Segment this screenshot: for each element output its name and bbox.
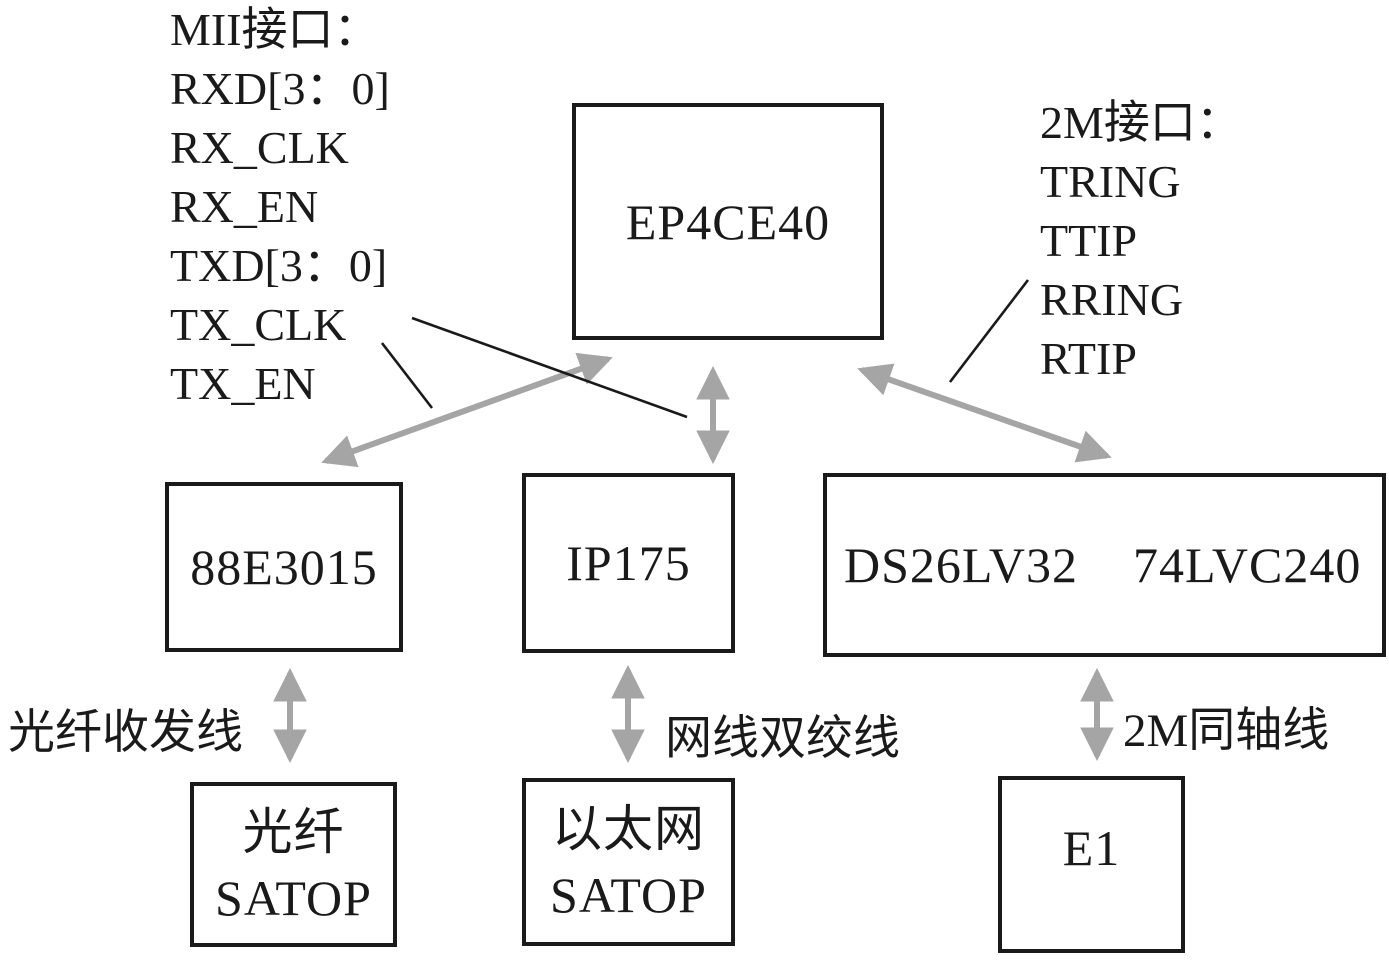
box-fpga-label: EP4CE40 bbox=[625, 193, 831, 250]
arrow-fpga-ds26lv32 bbox=[857, 363, 1112, 463]
2m-note-line: RTIP bbox=[1040, 333, 1137, 384]
box-fiber-satop-line1: 光纤 bbox=[242, 803, 345, 860]
box-phy-label: 88E3015 bbox=[190, 539, 378, 595]
link-label-fiber: 光纤收发线 bbox=[8, 707, 243, 759]
box-e1-label: E1 bbox=[1062, 819, 1121, 876]
box-eth-satop: 以太网 SATOP bbox=[522, 778, 735, 946]
box-eth-satop-line2: SATOP bbox=[550, 867, 707, 923]
mii-note-line: RX_EN bbox=[170, 181, 319, 232]
box-fpga-ep4ce40: EP4CE40 bbox=[572, 103, 884, 340]
link-label-ethernet: 网线双绞线 bbox=[665, 713, 900, 765]
2m-interface-note: 2M接口： TRING TTIP RRING RTIP bbox=[1040, 93, 1242, 388]
mii-note-line: TX_EN bbox=[170, 358, 316, 409]
box-chip-ds26lv32-label: DS26LV32 bbox=[844, 537, 1078, 593]
box-phy-88e3015: 88E3015 bbox=[165, 482, 403, 652]
box-fiber-satop: 光纤 SATOP bbox=[190, 782, 397, 947]
mii-interface-note: MII接口： RXD[3：0] RX_CLK RX_EN TXD[3：0] TX… bbox=[170, 0, 390, 413]
mii-note-line: RX_CLK bbox=[170, 122, 349, 173]
2m-note-line: TTIP bbox=[1040, 215, 1138, 266]
mii-note-line: RXD[3：0] bbox=[170, 63, 390, 114]
box-switch-label: IP175 bbox=[566, 535, 691, 591]
mii-note-line: TXD[3：0] bbox=[170, 240, 388, 291]
2m-note-line: RRING bbox=[1040, 274, 1184, 325]
box-chip-74lvc240-label: 74LVC240 bbox=[1132, 537, 1362, 593]
arrow-fpga-88e3015 bbox=[321, 352, 613, 468]
box-switch-ip175: IP175 bbox=[522, 473, 735, 653]
2m-note-line: TRING bbox=[1040, 156, 1181, 207]
box-e1: E1 bbox=[998, 776, 1185, 953]
box-eth-satop-line1: 以太网 bbox=[552, 801, 705, 857]
leader-mii-to-phy-arrow bbox=[380, 342, 434, 409]
leader-2m-to-ds26lv32-arrow bbox=[948, 279, 1030, 383]
link-label-coax: 2M同轴线 bbox=[1123, 705, 1330, 757]
box-e1-chips: DS26LV32 74LVC240 bbox=[823, 473, 1386, 657]
box-fiber-satop-line2: SATOP bbox=[215, 869, 372, 926]
mii-note-line: TX_CLK bbox=[170, 299, 347, 350]
2m-note-line: 2M接口： bbox=[1040, 97, 1242, 148]
leader-mii-to-ip175-arrow bbox=[411, 316, 688, 419]
mii-note-line: MII接口： bbox=[170, 4, 380, 55]
